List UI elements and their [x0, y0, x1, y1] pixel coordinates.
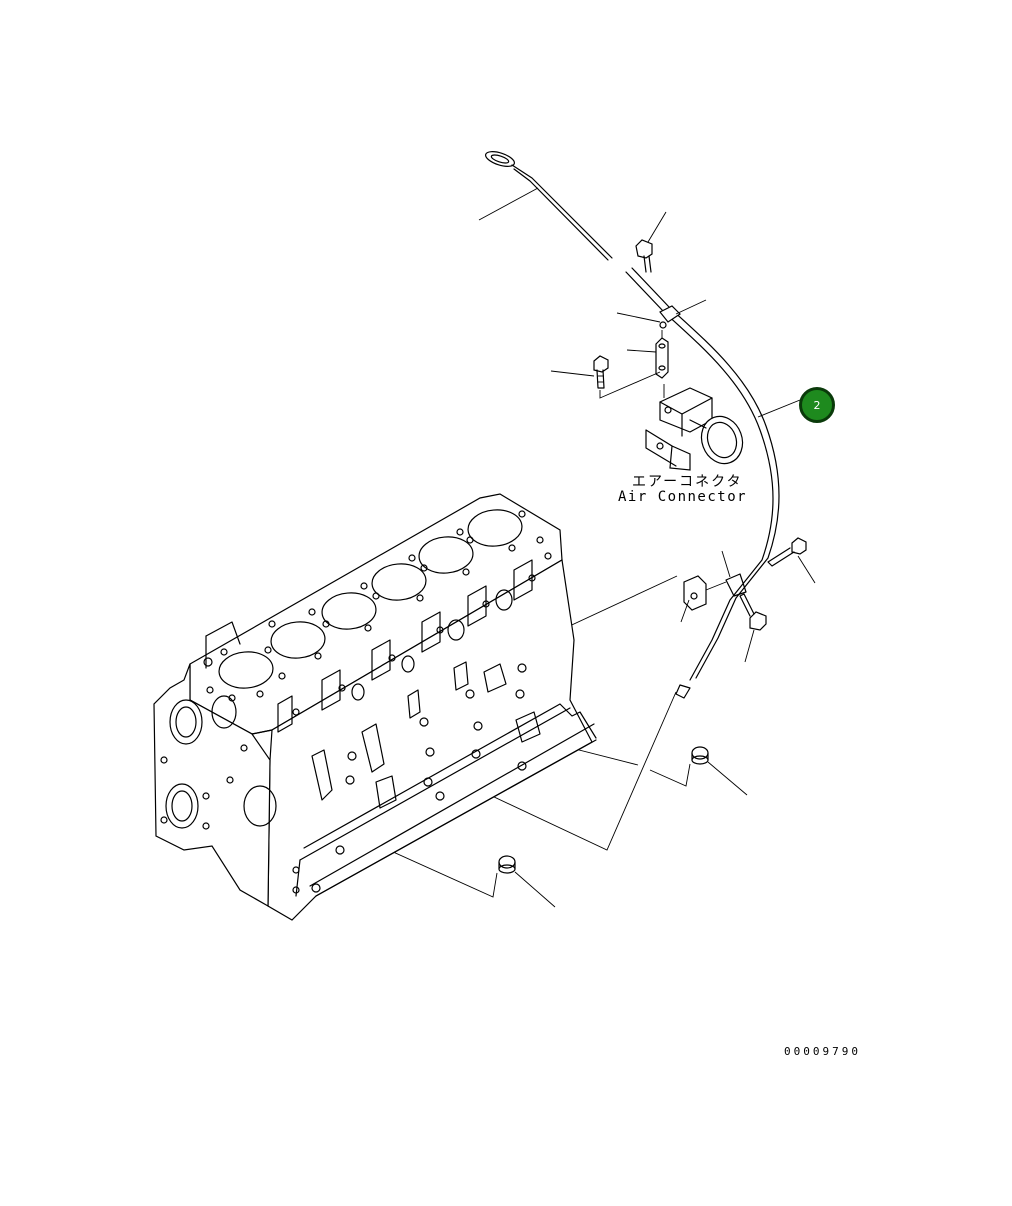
- plug-right: [649, 746, 748, 796]
- side-ribs: [311, 661, 541, 809]
- cylinder-block: [153, 493, 597, 921]
- bolt-left: [550, 355, 661, 399]
- part-label-japanese: エアーコネクタ: [632, 474, 743, 490]
- side-pockets: [277, 559, 533, 733]
- dipstick: [478, 151, 613, 261]
- tube-bracket: [680, 550, 747, 623]
- tube-clamp: [616, 299, 707, 329]
- air-connector: [645, 384, 744, 471]
- bolt-right-lower: [739, 593, 767, 663]
- bracket-strap: [626, 330, 669, 379]
- drawing-number: 00009790: [784, 1045, 861, 1058]
- part-label-english: Air Connector: [618, 489, 748, 505]
- callout-badge-number: 2: [813, 398, 821, 412]
- bolt-right-upper: [767, 537, 816, 584]
- dipstick-guide-tube: [625, 267, 801, 699]
- side-bolt-holes: [311, 663, 527, 893]
- plug-bottom: [379, 845, 556, 908]
- bolt-top: [635, 211, 667, 273]
- callout-badge[interactable]: 2: [799, 387, 835, 423]
